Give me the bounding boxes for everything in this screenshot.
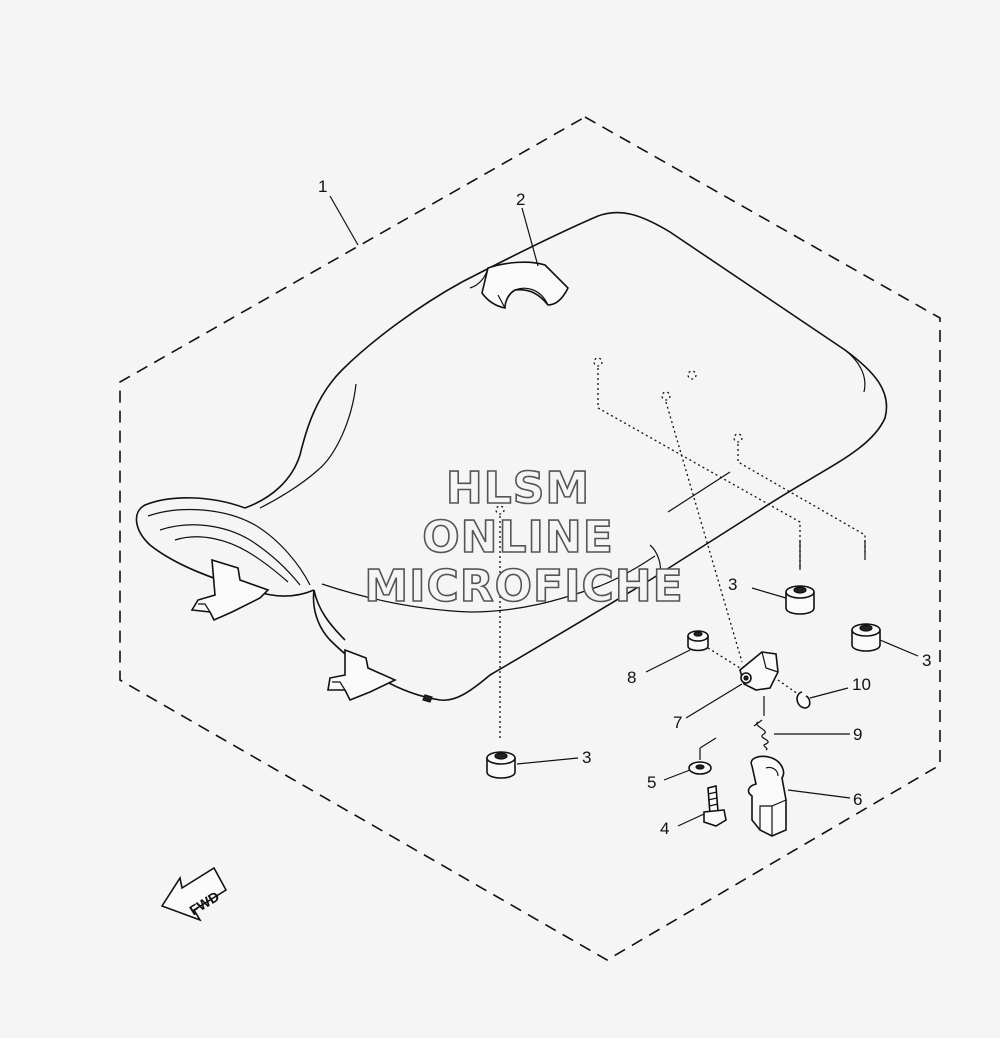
mounting-points [495,357,743,515]
callout-3b: 3 [922,651,931,670]
callout-9: 9 [853,725,862,744]
seat-handle [469,261,569,309]
callout-4: 4 [660,819,669,838]
collar-part [687,630,709,652]
watermark: HLSM ONLINE MICROFICHE [364,462,684,613]
callout-5: 5 [647,773,656,792]
lever-line [777,679,799,695]
watermark-line-3: MICROFICHE [364,561,683,612]
washer-line [699,737,717,760]
seat-assembly [135,211,888,703]
spring-part [753,696,769,751]
callout-3c: 3 [582,748,591,767]
watermark-line-1: HLSM [446,463,590,514]
callout-10: 10 [852,675,871,694]
washer-part [688,761,712,775]
clip-part [796,691,811,709]
callout-7: 7 [673,713,682,732]
callout-3a: 3 [728,575,737,594]
lever-part [739,651,779,691]
bolt-part [703,784,727,827]
leader-lines [329,195,919,827]
collar-line [707,647,741,669]
damper-cushion-right-upper [785,585,815,615]
lock-hook-part [747,755,787,837]
callout-6: 6 [853,790,862,809]
assembly-lines [499,368,866,740]
assembly-boundary [119,116,941,961]
callout-8: 8 [627,668,636,687]
fwd-arrow-icon: FWD [160,866,228,922]
damper-cushion-right-lower [851,623,881,652]
callout-1: 1 [318,177,327,196]
callout-2: 2 [516,190,525,209]
damper-cushion-left [486,751,516,779]
watermark-line-2: ONLINE [422,512,614,563]
callouts: 1 2 3 3 3 4 5 6 7 8 9 10 [318,177,931,838]
